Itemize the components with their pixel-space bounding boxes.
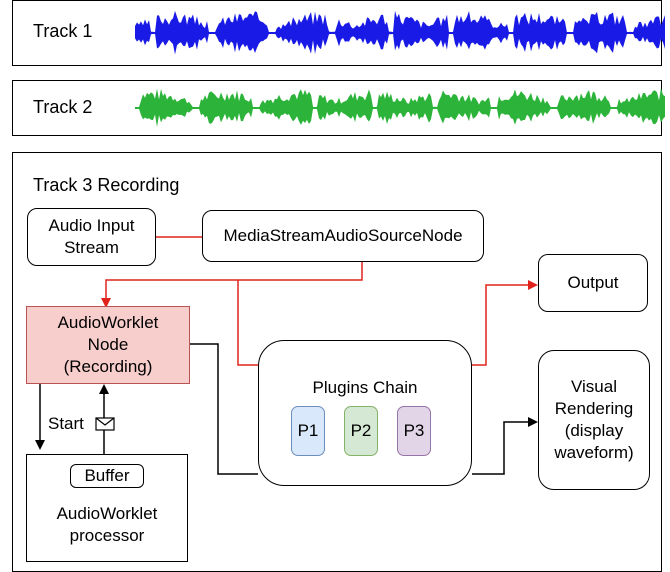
track-2-waveform	[135, 88, 665, 127]
audio-input-stream-node: Audio Input Stream	[27, 208, 156, 266]
track-1-waveform	[135, 10, 665, 55]
track-1: Track 1	[12, 0, 665, 66]
edge-worklet-to-plugins	[190, 343, 258, 475]
audioworklet-processor-node: AudioWorklet processor	[26, 454, 188, 562]
edge-plugins-to-visual	[472, 417, 538, 475]
plugin-p1: P1	[291, 406, 325, 456]
output-node: Output	[538, 254, 648, 312]
track-2: Track 2	[12, 80, 665, 136]
track-2-label: Track 2	[33, 97, 93, 117]
message-envelope-icon	[95, 417, 115, 431]
visual-rendering-node: Visual Rendering (display waveform)	[538, 350, 650, 490]
plugin-p2: P2	[344, 406, 378, 456]
buffer-node: Buffer	[70, 464, 144, 488]
plugins-chain-label: Plugins Chain	[312, 378, 418, 397]
edge-source-to-plugins	[237, 280, 258, 366]
track-1-label: Track 1	[33, 21, 93, 41]
edge-plugins-to-output	[472, 280, 538, 366]
media-stream-source-node: MediaStreamAudioSourceNode	[202, 210, 484, 262]
track-3-title: Track 3 Recording	[33, 175, 180, 195]
plugin-p3: P3	[397, 406, 431, 456]
audioworklet-recording-node: AudioWorklet Node (Recording)	[26, 306, 190, 384]
start-label: Start	[48, 414, 84, 433]
edge-source-to-worklet	[101, 262, 363, 308]
